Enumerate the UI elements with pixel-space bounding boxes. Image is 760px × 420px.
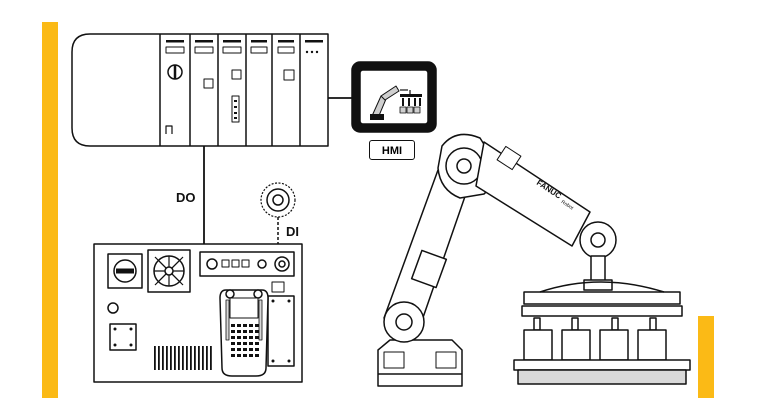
di-label: DI [286, 224, 299, 239]
hmi-label: HMI [369, 140, 415, 160]
vacuum-gripper [513, 281, 691, 385]
emergency-stop-icon [260, 182, 296, 218]
robot-controller-cabinet [93, 243, 303, 383]
industrial-robot-arm [377, 133, 617, 387]
teach-pendant [219, 289, 269, 377]
accent-bar-right [698, 316, 714, 398]
do-label: DO [176, 190, 196, 205]
accent-bar-left [42, 22, 58, 398]
hmi-touch-panel [328, 61, 437, 133]
plc-rack [71, 33, 329, 147]
